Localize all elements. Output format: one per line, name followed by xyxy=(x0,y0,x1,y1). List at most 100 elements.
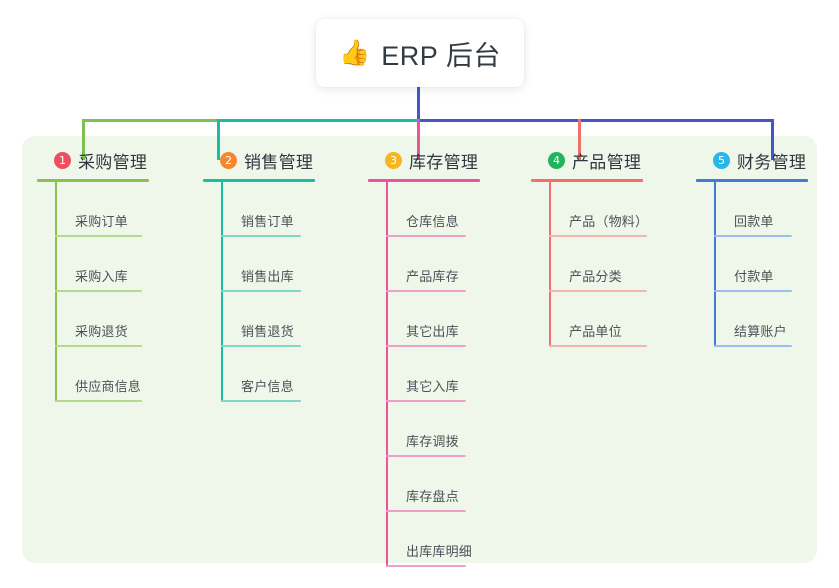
connector-bus-blue xyxy=(419,119,774,122)
leaf-item[interactable]: 产品库存 xyxy=(386,237,518,292)
branch-finance: 5 财务管理回款单付款单结算账户 xyxy=(696,145,839,347)
connector-drop-sales xyxy=(217,119,220,160)
branch-number-badge-product: 4 xyxy=(548,152,565,169)
branch-children-inventory: 仓库信息产品库存其它出库其它入库库存调拨库存盘点出库库明细 xyxy=(368,182,518,567)
connector-drop-inventory xyxy=(417,119,420,160)
leaf-label: 销售退货 xyxy=(241,324,294,339)
leaf-underline xyxy=(549,345,647,347)
diagram-background-panel xyxy=(22,136,817,563)
leaf-underline xyxy=(386,235,466,237)
leaf-label: 采购订单 xyxy=(75,214,128,229)
branch-children-purchase: 采购订单采购入库采购退货供应商信息 xyxy=(37,182,187,402)
leaf-item[interactable]: 结算账户 xyxy=(714,292,839,347)
leaf-item[interactable]: 产品单位 xyxy=(549,292,681,347)
leaf-underline xyxy=(714,290,792,292)
leaf-label: 其它入库 xyxy=(406,379,459,394)
leaf-label: 采购入库 xyxy=(75,269,128,284)
root-node-erp-backend[interactable]: 👍 ERP 后台 xyxy=(316,19,524,87)
leaf-item[interactable]: 采购退货 xyxy=(55,292,187,347)
leaf-underline xyxy=(549,235,647,237)
leaf-item[interactable]: 销售订单 xyxy=(221,182,353,237)
leaf-underline xyxy=(714,345,792,347)
branch-underline-purchase xyxy=(37,179,149,182)
leaf-label: 客户信息 xyxy=(241,379,294,394)
leaf-label: 销售出库 xyxy=(241,269,294,284)
leaf-item[interactable]: 出库库明细 xyxy=(386,512,518,567)
connector-trunk xyxy=(417,87,420,121)
leaf-item[interactable]: 采购入库 xyxy=(55,237,187,292)
leaf-item[interactable]: 付款单 xyxy=(714,237,839,292)
leaf-item[interactable]: 销售出库 xyxy=(221,237,353,292)
branch-title-inventory: 库存管理 xyxy=(409,153,479,172)
leaf-underline xyxy=(386,345,466,347)
leaf-label: 回款单 xyxy=(734,214,774,229)
branch-number-badge-purchase: 1 xyxy=(54,152,71,169)
leaf-label: 销售订单 xyxy=(241,214,294,229)
branch-title-purchase: 采购管理 xyxy=(78,153,148,172)
branch-title-sales: 销售管理 xyxy=(244,153,314,172)
connector-drop-purchase xyxy=(82,119,85,160)
branch-underline-product xyxy=(531,179,643,182)
connector-drop-product xyxy=(578,119,581,160)
leaf-underline xyxy=(386,510,466,512)
leaf-underline xyxy=(221,290,301,292)
leaf-underline xyxy=(55,400,142,402)
leaf-label: 其它出库 xyxy=(406,324,459,339)
leaf-item[interactable]: 产品（物料） xyxy=(549,182,681,237)
branch-purchase: 1 采购管理采购订单采购入库采购退货供应商信息 xyxy=(37,145,187,402)
leaf-item[interactable]: 其它出库 xyxy=(386,292,518,347)
leaf-underline xyxy=(55,345,142,347)
leaf-label: 采购退货 xyxy=(75,324,128,339)
leaf-item[interactable]: 库存盘点 xyxy=(386,457,518,512)
leaf-item[interactable]: 仓库信息 xyxy=(386,182,518,237)
leaf-underline xyxy=(386,400,466,402)
connector-bus-green xyxy=(82,119,219,122)
leaf-label: 库存盘点 xyxy=(406,489,459,504)
leaf-underline xyxy=(549,290,647,292)
leaf-underline xyxy=(386,565,466,567)
leaf-label: 出库库明细 xyxy=(406,544,473,559)
leaf-label: 产品库存 xyxy=(406,269,459,284)
branch-stem-inventory xyxy=(386,182,388,567)
branch-number-badge-finance: 5 xyxy=(713,152,730,169)
leaf-underline xyxy=(221,345,301,347)
leaf-item[interactable]: 库存调拨 xyxy=(386,402,518,457)
root-node-title: ERP 后台 xyxy=(381,40,501,71)
leaf-label: 付款单 xyxy=(734,269,774,284)
connector-bus-teal xyxy=(219,119,419,122)
leaf-label: 产品（物料） xyxy=(569,214,649,229)
branch-number-badge-inventory: 3 xyxy=(385,152,402,169)
leaf-item[interactable]: 供应商信息 xyxy=(55,347,187,402)
branch-inventory: 3 库存管理仓库信息产品库存其它出库其它入库库存调拨库存盘点出库库明细 xyxy=(368,145,518,567)
leaf-underline xyxy=(714,235,792,237)
leaf-underline xyxy=(55,290,142,292)
leaf-item[interactable]: 其它入库 xyxy=(386,347,518,402)
leaf-underline xyxy=(55,235,142,237)
branch-header-finance[interactable]: 5 财务管理 xyxy=(696,145,839,176)
branch-header-inventory[interactable]: 3 库存管理 xyxy=(368,145,518,176)
branch-children-finance: 回款单付款单结算账户 xyxy=(696,182,839,347)
branch-underline-finance xyxy=(696,179,808,182)
leaf-item[interactable]: 销售退货 xyxy=(221,292,353,347)
leaf-item[interactable]: 采购订单 xyxy=(55,182,187,237)
branch-stem-product xyxy=(549,182,551,347)
leaf-item[interactable]: 回款单 xyxy=(714,182,839,237)
leaf-underline xyxy=(221,235,301,237)
branch-title-finance: 财务管理 xyxy=(737,153,807,172)
branch-underline-sales xyxy=(203,179,315,182)
leaf-item[interactable]: 产品分类 xyxy=(549,237,681,292)
leaf-underline xyxy=(221,400,301,402)
branch-stem-finance xyxy=(714,182,716,347)
branch-stem-purchase xyxy=(55,182,57,402)
leaf-label: 产品分类 xyxy=(569,269,622,284)
leaf-item[interactable]: 客户信息 xyxy=(221,347,353,402)
leaf-label: 供应商信息 xyxy=(75,379,142,394)
branch-header-purchase[interactable]: 1 采购管理 xyxy=(37,145,187,176)
branch-children-sales: 销售订单销售出库销售退货客户信息 xyxy=(203,182,353,402)
leaf-label: 结算账户 xyxy=(734,324,787,339)
